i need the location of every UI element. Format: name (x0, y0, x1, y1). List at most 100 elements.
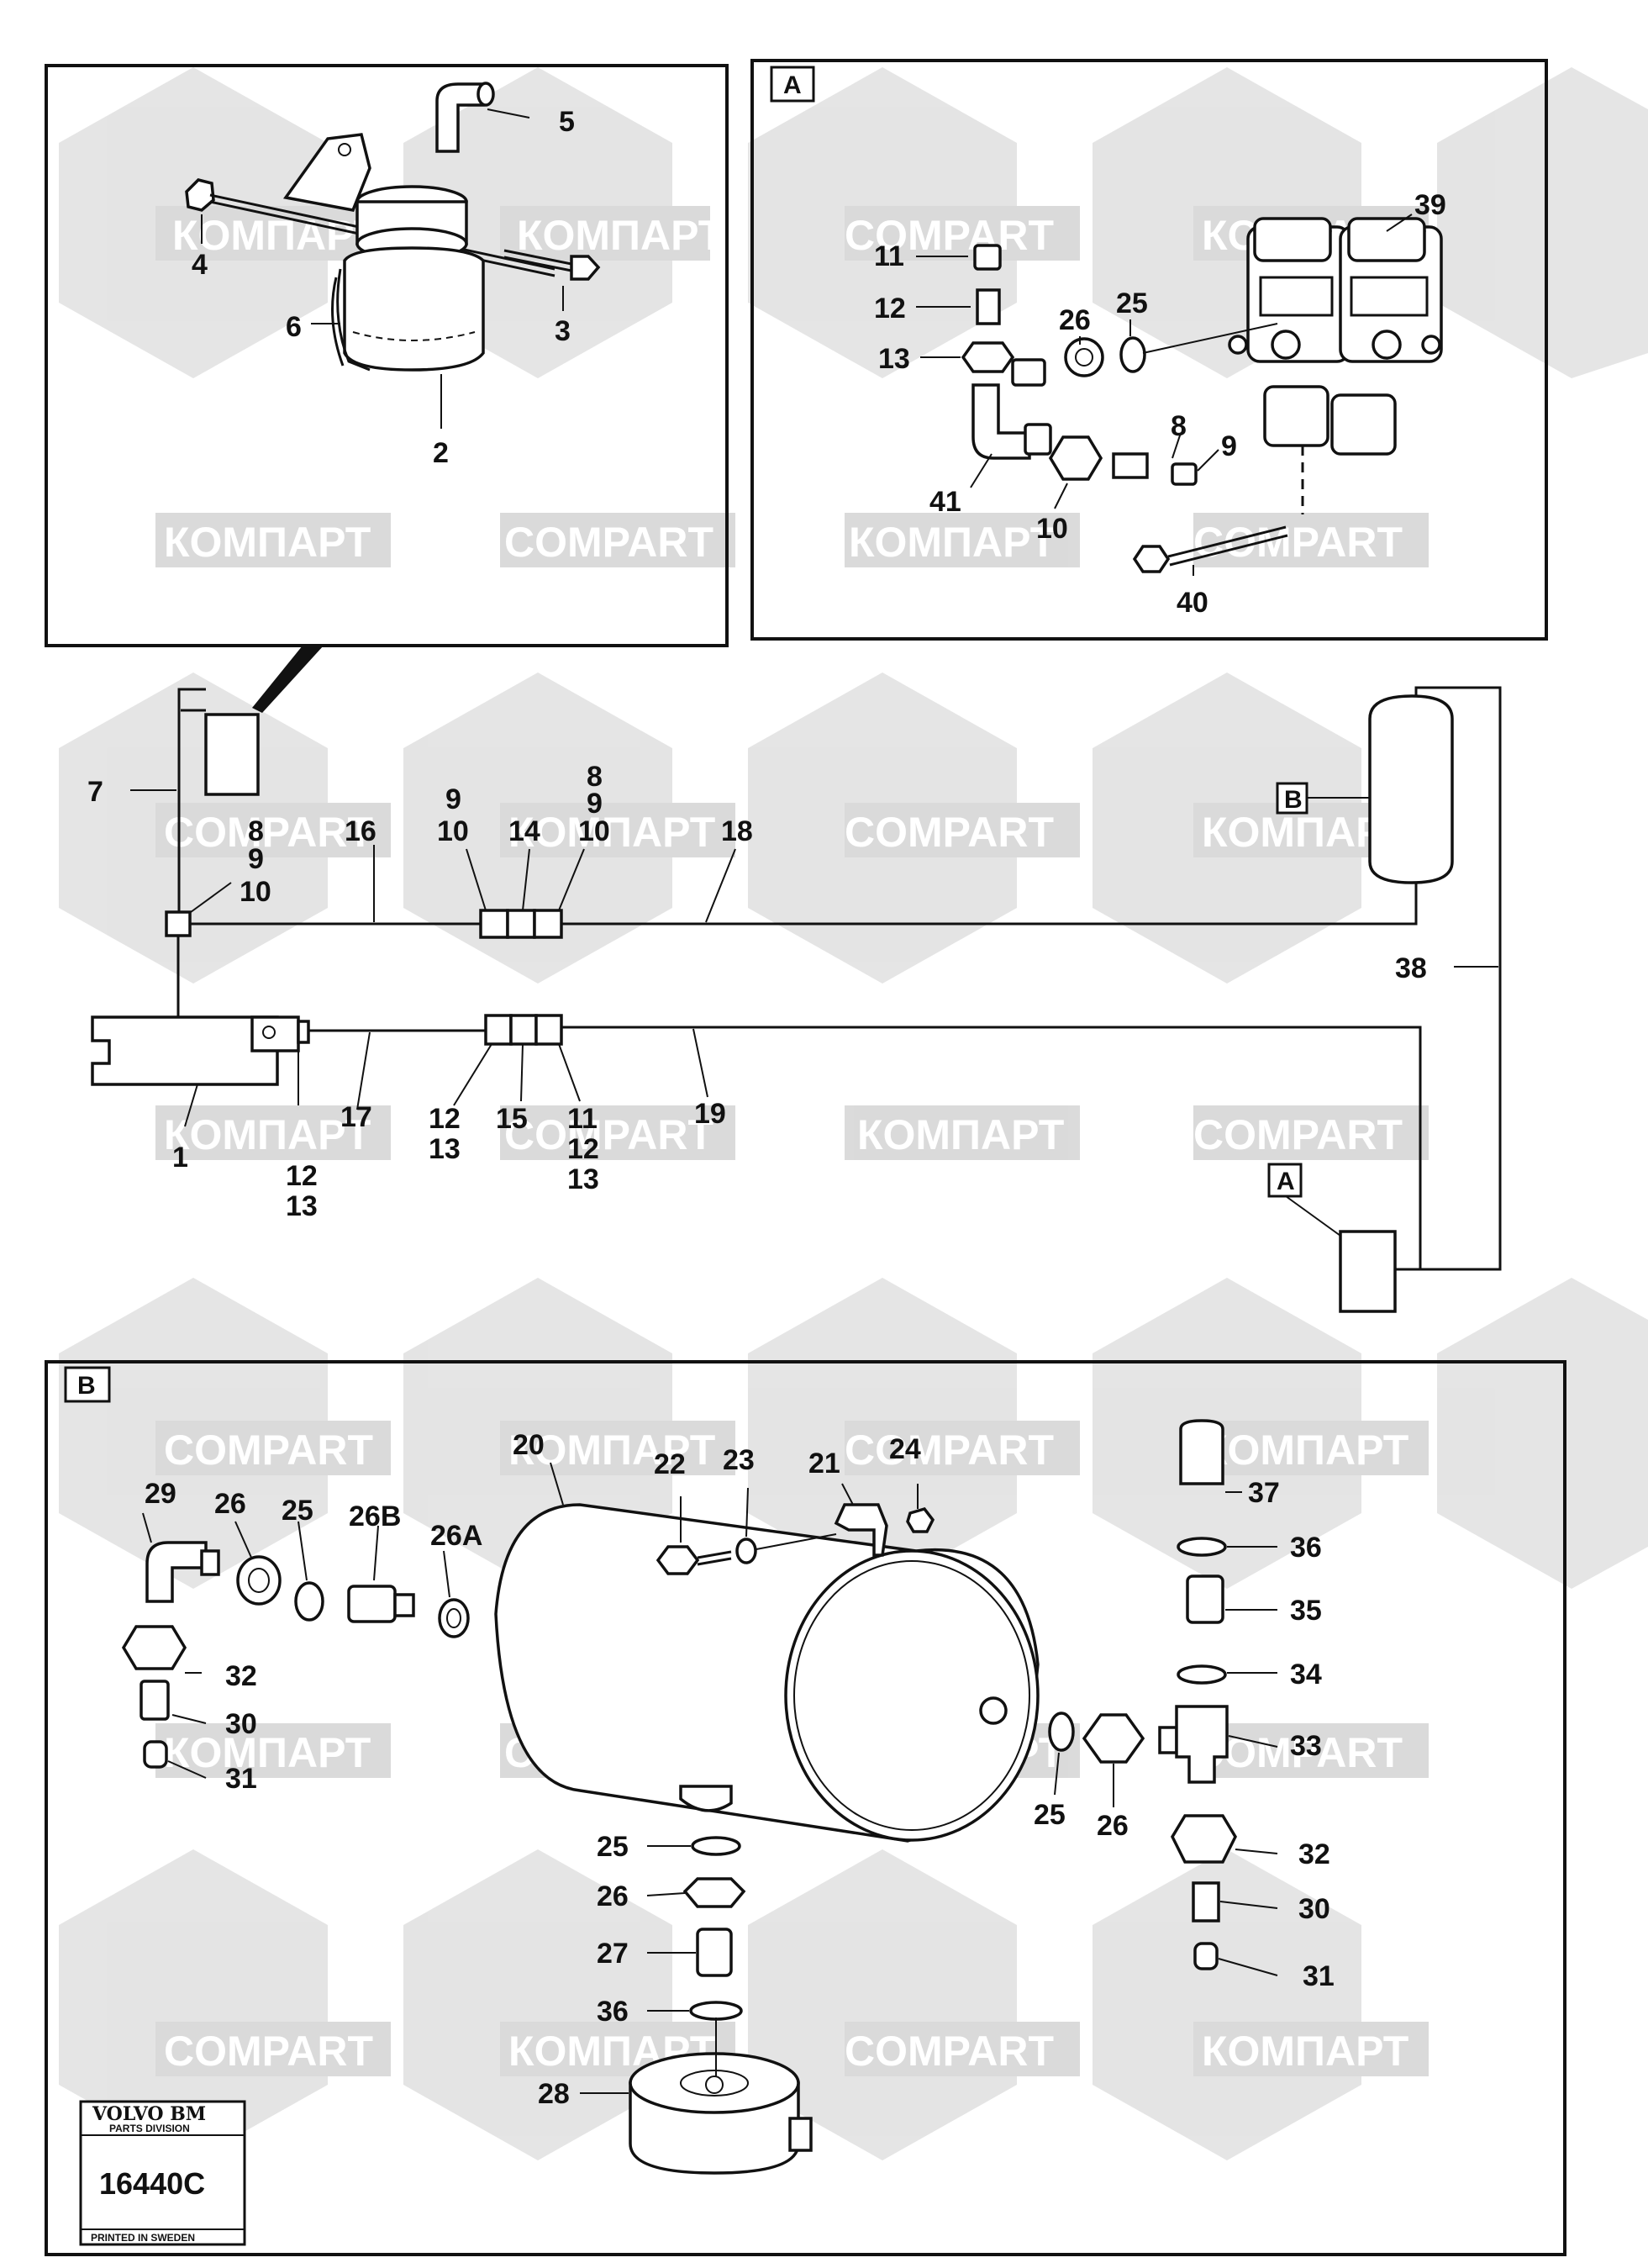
watermark-cyrillic: КОМПАРТ (1202, 1427, 1408, 1474)
part-label: 22 (654, 1448, 686, 1480)
part-label: 10 (1036, 513, 1068, 545)
part-label: 36 (597, 1996, 629, 2028)
part-label: 19 (694, 1098, 726, 1130)
part-label: 26 (1059, 304, 1091, 336)
detail-box-filter (45, 64, 729, 713)
detail-box-b: B (45, 1360, 1566, 2256)
part-label: 32 (225, 1660, 257, 1692)
part-label: 5 (559, 106, 575, 138)
part-label: 3 (555, 315, 571, 347)
detail-box-b-label: B (77, 1372, 96, 1400)
watermark-latin: COMPART (164, 2028, 373, 2075)
part-label: 9 (445, 783, 461, 815)
part-label: 18 (721, 815, 753, 847)
part-label: 13 (286, 1190, 318, 1222)
part-label: 26 (597, 1880, 629, 1912)
watermark-cyrillic: КОМПАРТ (164, 519, 371, 566)
watermark-cyrillic: КОМПАРТ (1202, 2028, 1408, 2075)
part-label: 13 (429, 1133, 461, 1165)
part-label: 13 (567, 1163, 599, 1195)
part-label: 16 (345, 815, 376, 847)
detail-box-a-ref: A (1277, 1168, 1295, 1195)
watermark-latin: COMPART (504, 519, 713, 566)
part-label: 29 (145, 1478, 176, 1510)
watermark-latin: COMPART (845, 2028, 1054, 2075)
part-label: 26A (430, 1520, 482, 1552)
part-label: 41 (929, 486, 961, 518)
stamp-printed: PRINTED IN SWEDEN (91, 2232, 195, 2244)
part-label: 9 (1221, 430, 1237, 462)
watermark-cyrillic: КОМПАРТ (164, 1729, 371, 1776)
part-label: 15 (496, 1103, 528, 1135)
part-label: 32 (1298, 1838, 1330, 1870)
part-label: 31 (225, 1763, 257, 1795)
watermark-latin: COMPART (845, 212, 1054, 259)
part-label: 6 (286, 311, 302, 343)
part-label: 8 (587, 761, 603, 793)
part-label: 12 (429, 1103, 461, 1135)
detail-box-a-label: A (783, 71, 802, 99)
part-label: 26B (349, 1501, 401, 1532)
part-label: 28 (538, 2078, 570, 2110)
part-label: 30 (1298, 1893, 1330, 1925)
pipe-schematic: B A (91, 686, 1502, 1313)
watermark-latin: COMPART (164, 1427, 373, 1474)
stamp-number: 16440C (99, 2166, 205, 2201)
part-label: 30 (225, 1708, 257, 1740)
watermark-latin: COMPART (164, 809, 373, 856)
part-label: 33 (1290, 1730, 1322, 1762)
part-label: 13 (878, 343, 910, 375)
part-label: 12 (567, 1133, 599, 1165)
part-label: 25 (597, 1831, 629, 1863)
part-labels: 5 4 6 3 2 11 12 13 26 25 39 8 9 41 10 40… (87, 106, 1446, 2110)
part-label: 38 (1395, 952, 1427, 984)
watermark-cyrillic: КОМПАРТ (172, 212, 379, 259)
watermark-cyrillic: КОМПАРТ (508, 1427, 715, 1474)
watermark-cyrillic: КОМПАРТ (849, 519, 1056, 566)
stamp-division: PARTS DIVISION (109, 2123, 190, 2134)
part-label: 40 (1177, 587, 1208, 619)
part-label: 8 (1171, 410, 1187, 442)
part-label: 31 (1303, 1960, 1335, 1992)
part-label: 26 (1097, 1810, 1129, 1842)
stamp-brand: VOLVO BM (92, 2103, 206, 2125)
part-label: 24 (889, 1433, 921, 1465)
watermark-latin: COMPART (845, 809, 1054, 856)
part-label: 25 (1116, 287, 1148, 319)
part-label: 26 (214, 1488, 246, 1520)
part-label: 27 (597, 1938, 629, 1970)
part-label: 10 (578, 815, 610, 847)
part-label: 34 (1290, 1659, 1322, 1690)
part-label: 25 (1034, 1799, 1066, 1831)
part-label: 25 (282, 1495, 313, 1527)
part-label: 10 (240, 876, 271, 908)
part-label: 23 (723, 1444, 755, 1476)
detail-box-a: A (750, 59, 1548, 641)
part-label: 2 (433, 437, 449, 469)
part-label: 37 (1248, 1477, 1280, 1509)
part-label: 7 (87, 776, 103, 808)
part-label: 36 (1290, 1532, 1322, 1564)
part-label: 1 (172, 1142, 188, 1174)
part-label: 17 (340, 1101, 372, 1133)
part-label: 10 (437, 815, 469, 847)
watermark-layer: КОМПАРТ КОМПАРТ COMPART КОМПАРТ КОМПАРТ … (59, 67, 1648, 2160)
part-label: 11 (874, 240, 904, 272)
watermark-latin: COMPART (845, 1427, 1054, 1474)
part-label: 4 (192, 249, 208, 281)
watermark-cyrillic: КОМПАРТ (164, 1111, 371, 1158)
watermark-latin: COMPART (1193, 1111, 1403, 1158)
part-label: 20 (513, 1429, 545, 1461)
part-label: 9 (248, 843, 264, 875)
watermark-cyrillic: КОМПАРТ (857, 1111, 1064, 1158)
watermark-cyrillic: КОМПАРТ (508, 809, 715, 856)
part-label: 21 (808, 1448, 840, 1479)
part-label: 8 (248, 815, 264, 847)
part-label: 39 (1414, 189, 1446, 221)
part-label: 35 (1290, 1595, 1322, 1627)
watermark-latin: COMPART (504, 1111, 713, 1158)
part-label: 12 (874, 293, 906, 324)
detail-box-b-ref: B (1284, 786, 1303, 814)
part-label: 11 (567, 1103, 598, 1135)
